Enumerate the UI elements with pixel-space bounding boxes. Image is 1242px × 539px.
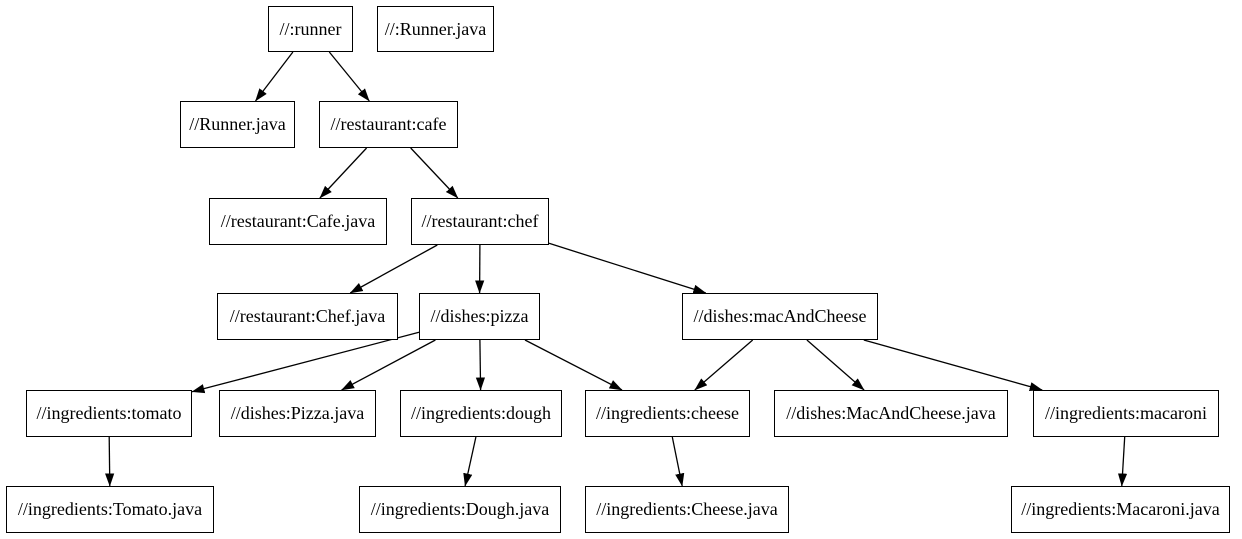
graph-node-dough-java: //ingredients:Dough.java [359,486,561,533]
graph-node-chef-java: //restaurant:Chef.java [217,293,398,340]
edge-runner-to-cafe [328,51,370,102]
edge-cafe-to-chef [410,147,459,199]
graph-node-pizza: //dishes:pizza [419,293,540,340]
graph-node-dough: //ingredients:dough [400,390,562,437]
edge-macandcheese-to-macandcheese-java [806,339,865,391]
graph-node-runner: //:runner [268,6,353,52]
graph-node-runner-java-file: //:Runner.java [377,6,494,52]
graph-node-macandcheese: //dishes:macAndCheese [682,293,878,340]
edge-pizza-to-pizza-java [341,339,436,391]
edge-runner-to-runner-java [254,51,294,102]
graph-node-cafe: //restaurant:cafe [319,101,458,148]
edge-macandcheese-to-macaroni [863,339,1043,392]
edge-dough-to-dough-java [463,436,477,487]
edge-chef-to-macandcheese [548,242,707,294]
edge-pizza-to-cheese [524,339,623,391]
graph-node-cheese: //ingredients:cheese [585,390,750,437]
graph-node-macaroni: //ingredients:macaroni [1033,390,1219,437]
graph-node-cafe-java: //restaurant:Cafe.java [209,198,387,245]
edge-pizza-to-tomato [191,331,420,394]
edge-pizza-to-dough [475,339,486,391]
graph-node-cheese-java: //ingredients:Cheese.java [585,486,789,533]
graph-node-runner-java: //Runner.java [180,101,295,148]
edge-tomato-to-tomato-java [105,436,115,487]
graph-node-macaroni-java: //ingredients:Macaroni.java [1011,486,1230,533]
edge-macandcheese-to-cheese [694,339,754,391]
graph-node-chef: //restaurant:chef [411,198,549,245]
graph-node-tomato-java: //ingredients:Tomato.java [6,486,214,533]
edge-cafe-to-cafe-java [319,147,368,199]
graph-node-tomato: //ingredients:tomato [26,390,192,437]
edge-macaroni-to-macaroni-java [1117,436,1128,487]
graph-node-macandcheese-java: //dishes:MacAndCheese.java [774,390,1008,437]
edge-cheese-to-cheese-java [671,436,685,487]
graph-node-pizza-java: //dishes:Pizza.java [219,390,376,437]
edge-chef-to-chef-java [349,244,438,294]
